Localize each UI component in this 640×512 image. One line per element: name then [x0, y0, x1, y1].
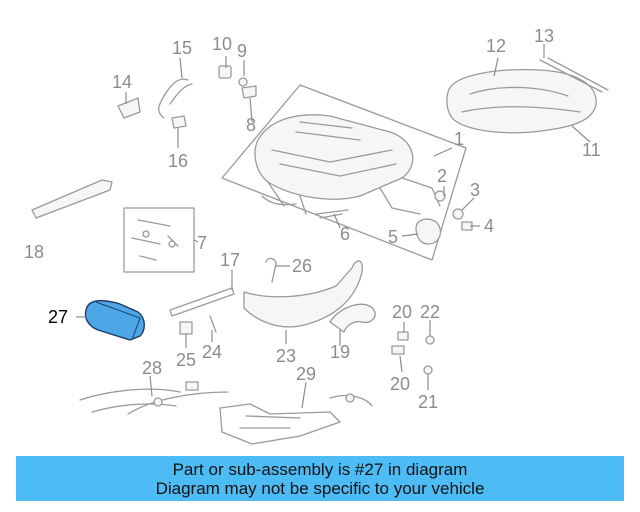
- callout-6: 6: [340, 224, 350, 244]
- callout-26: 26: [292, 256, 312, 276]
- seat-heater-29: [219, 393, 373, 445]
- callout-9: 9: [237, 41, 247, 61]
- callout-24: 24: [202, 342, 222, 362]
- banner-line-2: Diagram may not be specific to your vehi…: [155, 479, 485, 498]
- callout-25: 25: [176, 350, 196, 370]
- leader-lines: [76, 44, 591, 409]
- callout-17: 17: [220, 250, 240, 270]
- wire-harness-28: [79, 381, 229, 415]
- info-banner: Part or sub-assembly is #27 in diagram D…: [16, 456, 624, 501]
- callout-4: 4: [484, 216, 494, 236]
- cable-assembly: [117, 78, 193, 129]
- recliner-parts: [315, 190, 473, 245]
- lever-19: [329, 303, 376, 333]
- callout-2: 2: [437, 166, 447, 186]
- bolts-20-22: [391, 331, 435, 375]
- seat-frame-assembly: [221, 84, 467, 261]
- callout-22: 22: [420, 302, 440, 322]
- callout-13: 13: [534, 26, 554, 46]
- callout-23: 23: [276, 346, 296, 366]
- callout-10: 10: [212, 34, 232, 54]
- callout-15: 15: [172, 38, 192, 58]
- callout-7: 7: [197, 233, 207, 253]
- callout-12: 12: [486, 36, 506, 56]
- callout-8: 8: [246, 115, 256, 135]
- callout-20-top: 20: [392, 302, 412, 322]
- callout-11: 11: [582, 140, 601, 160]
- banner-line-1: Part or sub-assembly is #27 in diagram: [172, 460, 468, 479]
- hardware-kit-box: [123, 207, 195, 273]
- callout-21: 21: [418, 392, 438, 412]
- callout-14: 14: [112, 72, 132, 92]
- callout-3: 3: [470, 180, 480, 200]
- callout-1: 1: [454, 129, 464, 149]
- callout-18: 18: [24, 242, 44, 262]
- callout-labels: 1 2 3 4 5 6 7 8 9 10 11 12 13 14 15 16 1…: [24, 26, 601, 412]
- callout-20-bottom: 20: [390, 374, 410, 394]
- callout-19: 19: [330, 342, 350, 362]
- parts-diagram: 1 2 3 4 5 6 7 8 9 10 11 12 13 14 15 16 1…: [24, 26, 609, 445]
- callout-27: 27: [48, 307, 68, 327]
- long-bar-18: [31, 179, 113, 219]
- small-fasteners-top: [218, 65, 257, 99]
- armrest-27[interactable]: [84, 299, 145, 341]
- callout-29: 29: [296, 364, 316, 384]
- callout-5: 5: [388, 227, 398, 247]
- seat-cushion: [446, 57, 609, 134]
- callout-16: 16: [168, 151, 188, 171]
- callout-28: 28: [142, 358, 162, 378]
- side-rails: [169, 257, 363, 335]
